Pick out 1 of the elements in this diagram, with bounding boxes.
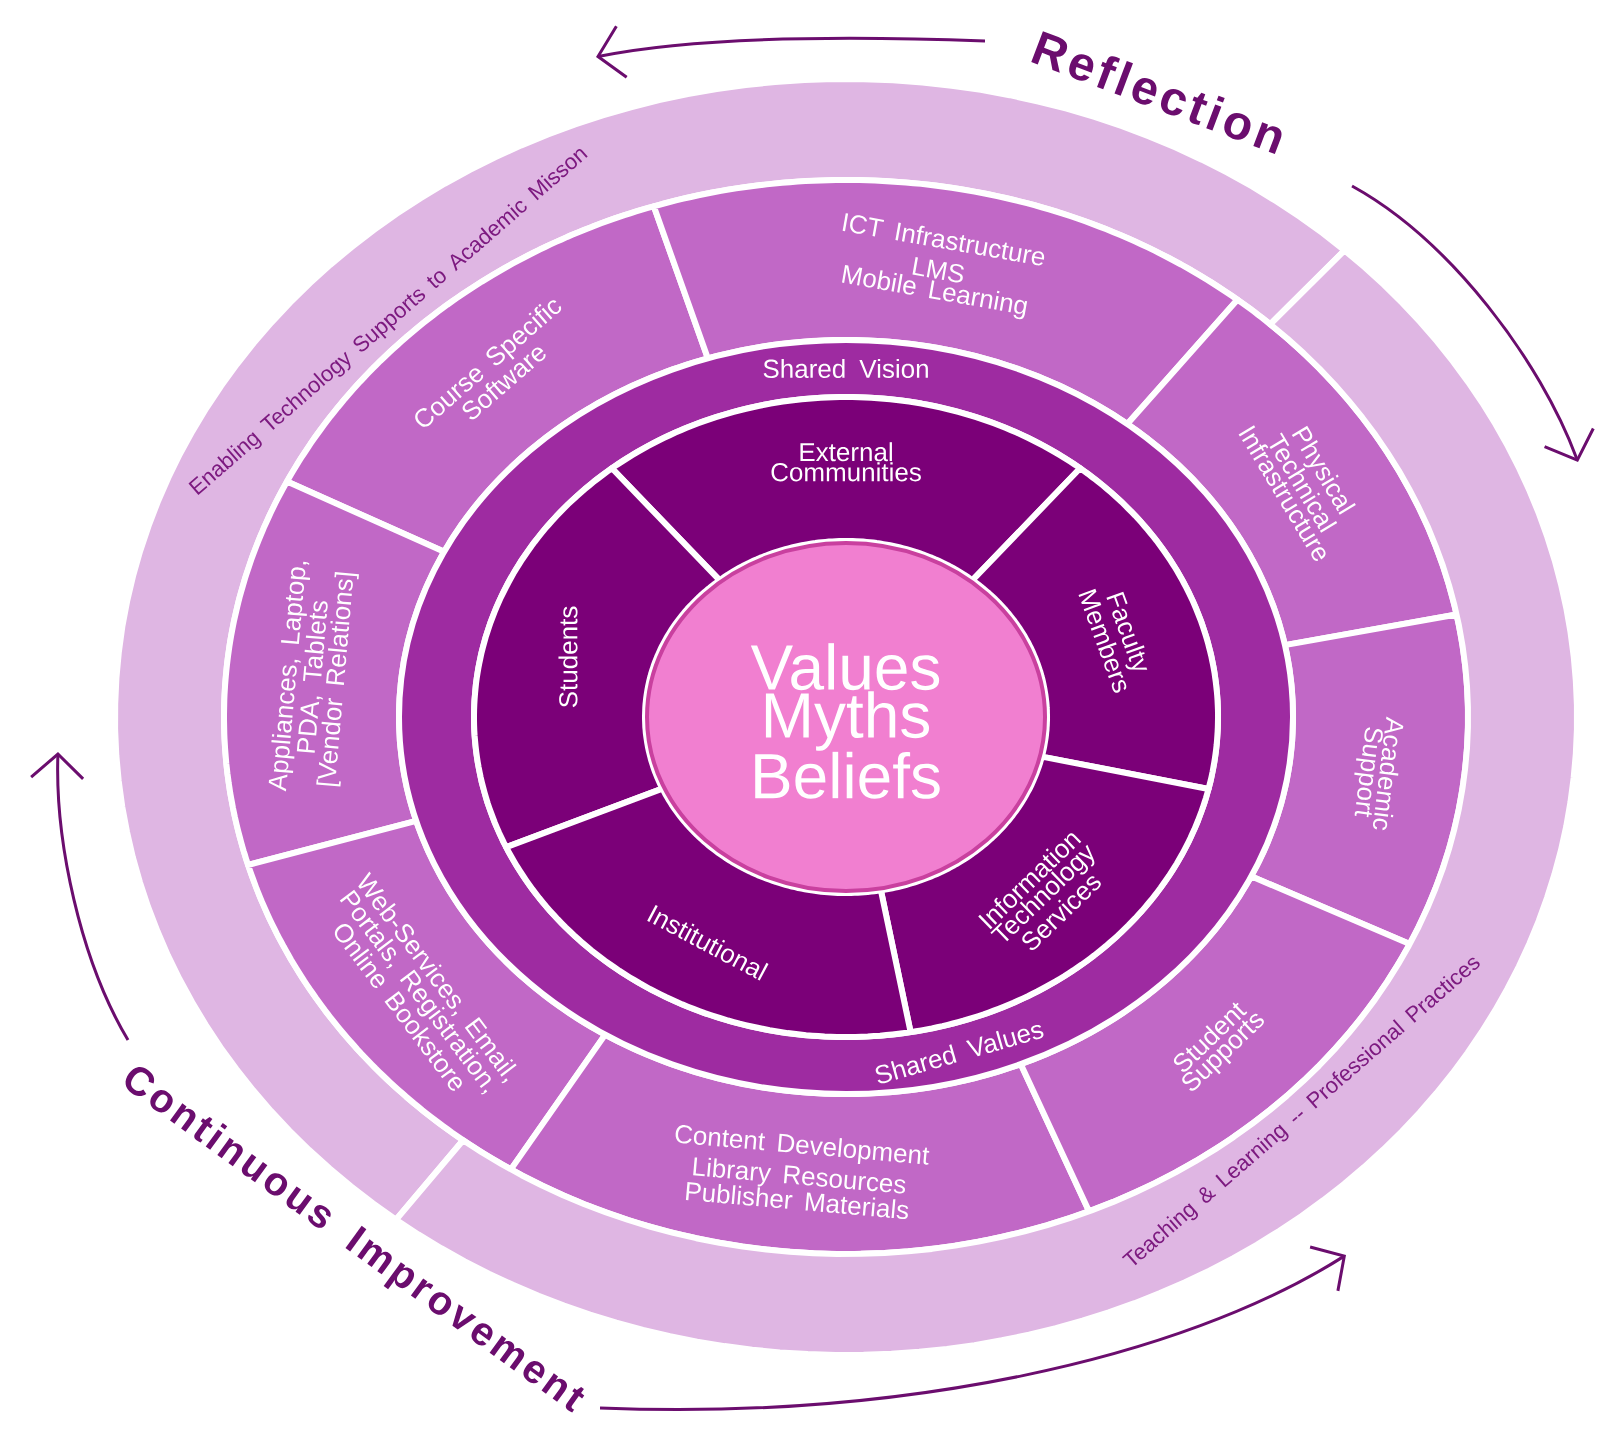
ring-segment: Students xyxy=(471,465,723,851)
